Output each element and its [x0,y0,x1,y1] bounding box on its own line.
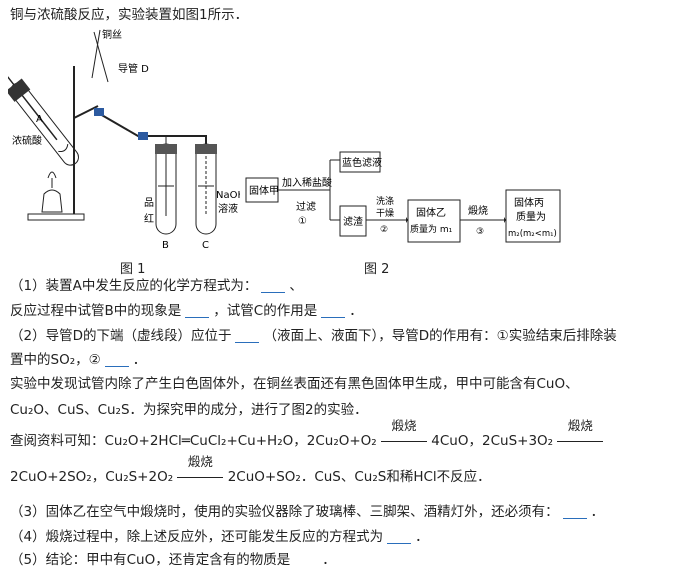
figure-1-caption: 图 1 [120,262,146,277]
calcine-arrow: 煅烧 [177,454,224,486]
answer-blank[interactable] [235,328,260,343]
calcine-arrow: 煅烧 [557,418,604,450]
paragraph-components: Cu₂O、CuS、Cu₂S．为探究甲的成分，进行了图2的实验． [10,402,368,418]
label-b: B [162,240,169,251]
step-dry: 干燥 [376,208,394,219]
intro-text: 铜与浓硫酸反应，实验装置如图1所示． [10,7,249,23]
label-a: A [36,114,43,125]
step-calcine: 煅烧 [468,204,488,217]
calcine-arrow: 煅烧 [381,418,427,450]
step-add-hcl: 加入稀盐酸 [282,176,332,189]
question-1b: 反应过程中试管B中的现象是，试管C的作用是． [10,303,363,319]
paragraph-reference-2: 2CuO+2SO₂，Cu₂S+2O₂ 煅烧 2CuO+SO₂．CuS、Cu₂S和… [10,454,491,486]
label-copper-wire: 铜丝 [102,29,122,41]
figure-2-caption: 图 2 [364,262,390,277]
label-pin: 品 [144,197,154,209]
answer-blank[interactable] [185,303,210,318]
box-bing-mass: 质量为 [516,211,546,223]
step-filter: 过滤 [296,200,316,213]
figure-2-flowchart: 固体甲 蓝色滤液 滤渣 加入稀盐酸 过滤 ① 洗涤 干燥 ② 固体乙 质量为 m… [245,151,561,243]
step-2-mark: ② [380,225,388,235]
box-yi-mass: 质量为 m₁ [410,223,453,235]
answer-blank[interactable] [321,303,346,318]
box-solid-bing: 固体丙 [514,197,544,209]
question-5: （5）结论：甲中有CuO，还肯定含有的物质是． [10,552,336,568]
question-1a: （1）装置A中发生反应的化学方程式为：、 [10,278,303,294]
answer-blank[interactable] [562,504,587,519]
label-naoh: NaOH [216,190,240,201]
box-blue-filtrate: 蓝色滤液 [342,156,382,169]
figure-1-apparatus: 铜丝 导管 D A 浓硫酸 品 红 B C NaOH 溶液 [8,29,240,251]
box-bing-value: m₂(m₂<m₁) [508,229,557,239]
answer-blank[interactable] [387,529,412,544]
answer-blank[interactable] [261,278,286,293]
paragraph-observation: 实验中发现试管内除了产生白色固体外，在铜丝表面还有黑色固体甲生成，甲中可能含有C… [10,376,579,392]
step-wash: 洗涤 [376,195,394,207]
step-3-mark: ③ [476,227,484,237]
step-1-mark: ① [298,216,307,227]
label-hong: 红 [144,212,154,225]
box-solid-jia: 固体甲 [249,185,279,197]
question-3: （3）固体乙在空气中煅烧时，使用的实验仪器除了玻璃棒、三脚架、酒精灯外，还必须有… [10,504,605,520]
box-residue: 滤渣 [343,215,363,228]
answer-blank[interactable] [104,352,129,367]
paragraph-reference-1: 查阅资料可知：Cu₂O+2HCl═CuCl₂+Cu+H₂O，2Cu₂O+O₂ 煅… [10,418,604,450]
label-solution: 溶液 [218,202,238,215]
answer-blank[interactable] [294,553,318,567]
question-2a: （2）导管D的下端（虚线段）应位于（液面上、液面下），导管D的作用有：①实验结束… [10,328,617,344]
label-c: C [202,240,209,251]
label-acid: 浓硫酸 [12,134,42,147]
question-2b: 置中的SO₂，②． [10,352,147,368]
question-4: （4）煅烧过程中，除上述反应外，还可能发生反应的方程式为． [10,529,429,545]
label-tube-d: 导管 D [118,62,149,75]
box-solid-yi: 固体乙 [416,207,446,219]
